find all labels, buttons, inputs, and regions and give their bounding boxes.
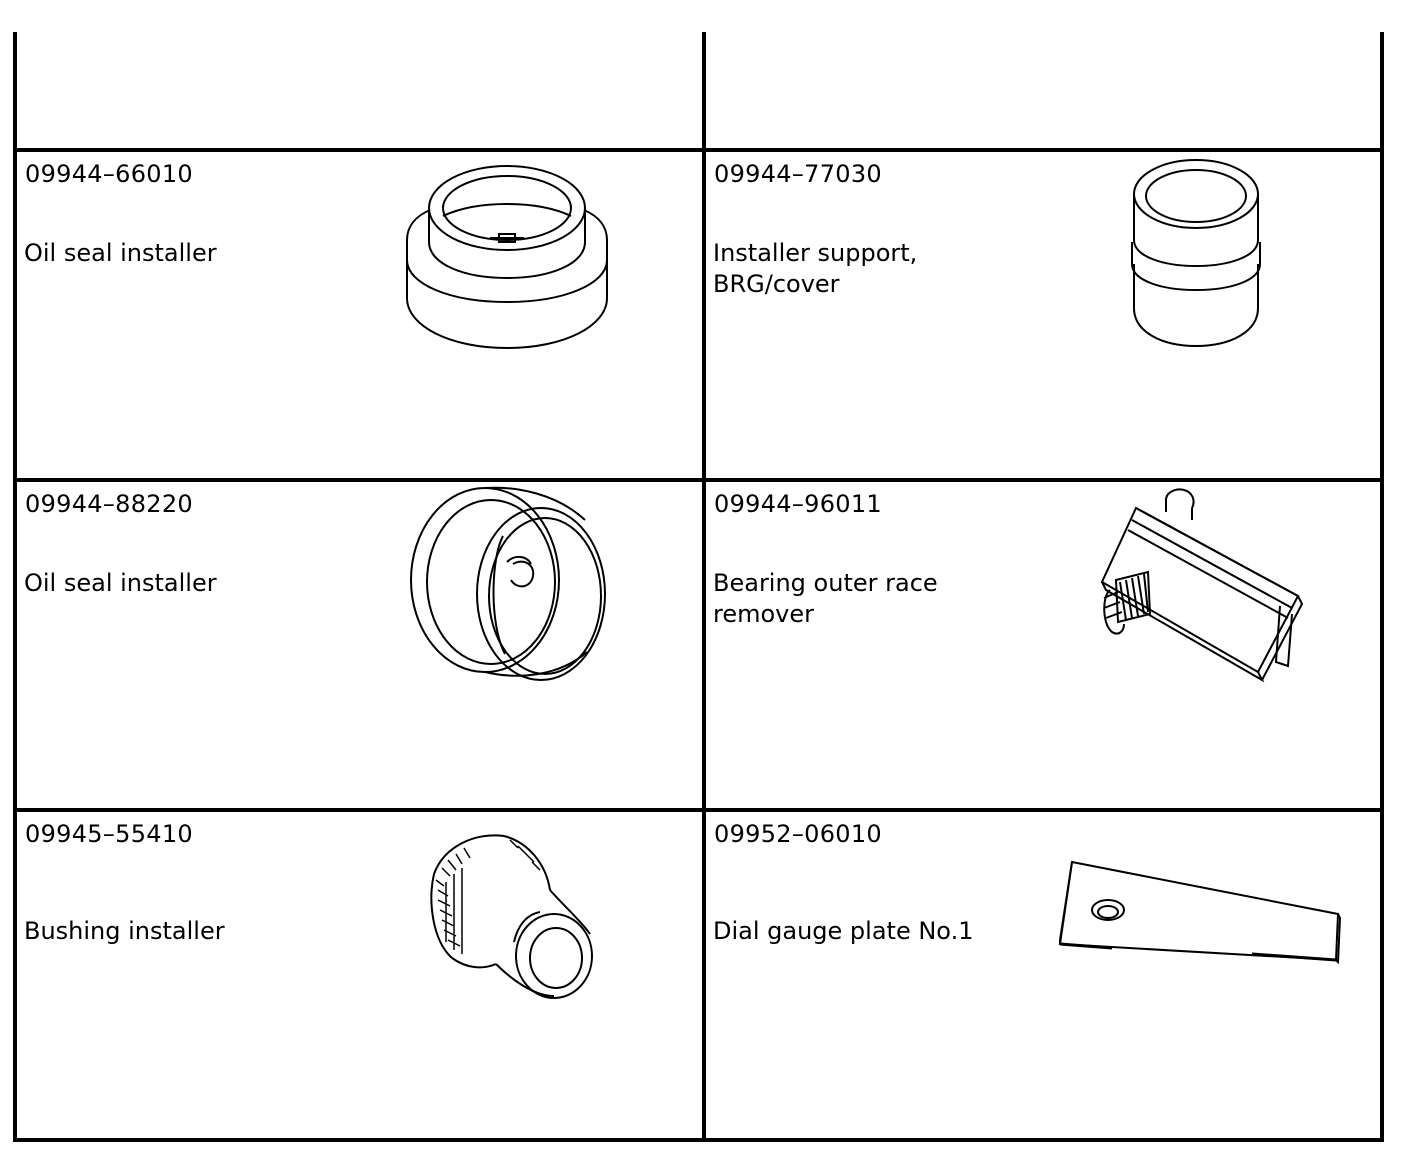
empty-cell-top-left (17, 32, 702, 148)
tool-name-line: Oil seal installer (24, 239, 217, 267)
tool-name-line: Bushing installer (24, 917, 225, 945)
tool-name: Dial gauge plate No.1 (713, 916, 973, 947)
tool-name: Oil seal installer (24, 568, 217, 599)
table-row-divider-3 (13, 808, 1384, 812)
tool-cell: 09944–66010 Oil seal installer (17, 152, 702, 478)
bushing-installer-icon (422, 830, 598, 1002)
dial-gauge-plate-icon (1052, 858, 1344, 966)
tool-cell: 09944–96011 Bearing outer race remover (706, 482, 1380, 808)
table-border-right (1380, 32, 1384, 1142)
part-number: 09945–55410 (25, 820, 193, 848)
tool-name-line: Oil seal installer (24, 569, 217, 597)
tool-name-line: Installer support, (713, 239, 918, 267)
part-number: 09944–77030 (714, 160, 882, 188)
tool-cell: 09944–88220 Oil seal installer (17, 482, 702, 808)
tool-name-line: Bearing outer race (713, 569, 938, 597)
tool-name-line: Dial gauge plate No.1 (713, 917, 974, 945)
oil-seal-installer-icon (407, 484, 611, 684)
oil-seal-installer-icon (402, 160, 612, 352)
table-row-divider-1 (13, 148, 1384, 152)
bearing-outer-race-remover-icon (1092, 486, 1314, 682)
tool-name-line: BRG/cover (713, 270, 840, 298)
empty-cell-top-right (706, 32, 1380, 148)
tool-cell: 09944–77030 Installer support, BRG/cover (706, 152, 1380, 478)
tool-cell: 09945–55410 Bushing installer (17, 812, 702, 1138)
part-number: 09944–96011 (714, 490, 882, 518)
tool-name: Oil seal installer (24, 238, 217, 269)
tool-name-line: remover (713, 600, 815, 628)
part-number: 09944–66010 (25, 160, 193, 188)
tool-name: Bushing installer (24, 916, 225, 947)
part-number: 09952–06010 (714, 820, 882, 848)
tool-cell: 09952–06010 Dial gauge plate No.1 (706, 812, 1380, 1138)
table-row-divider-2 (13, 478, 1384, 482)
part-number: 09944–88220 (25, 490, 193, 518)
table-border-left (13, 32, 17, 1142)
tool-name: Installer support, BRG/cover (713, 238, 917, 300)
installer-support-icon (1130, 156, 1266, 352)
tool-name: Bearing outer race remover (713, 568, 938, 630)
table-divider-middle (702, 32, 706, 1142)
table-border-bottom (13, 1138, 1384, 1142)
